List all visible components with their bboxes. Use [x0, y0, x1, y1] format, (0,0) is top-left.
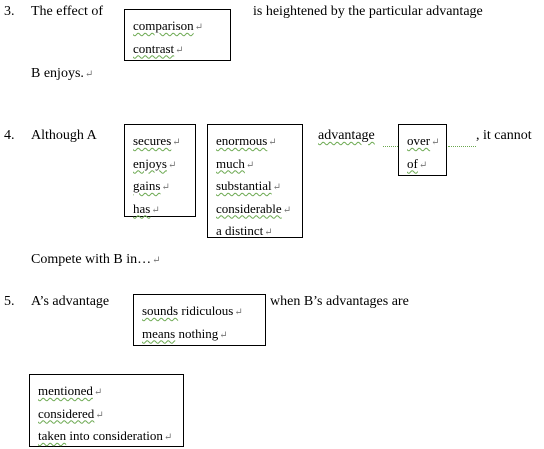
q4-adjective-3[interactable]: substantial↵: [216, 178, 281, 193]
q3-text-cont: B enjoys.↵: [31, 66, 94, 81]
q4-preposition-1[interactable]: over↵: [407, 133, 440, 148]
q3-text-pre: The effect of: [31, 4, 104, 19]
q4-verb-1[interactable]: secures↵: [133, 133, 181, 148]
q4-adjective-box[interactable]: enormous↵ much↵ substantial↵ considerabl…: [207, 124, 303, 238]
q4-preposition-box[interactable]: over↵ of↵: [398, 124, 447, 176]
q5-option-1[interactable]: sounds ridiculous↵: [142, 303, 243, 318]
q4-adjective-4[interactable]: considerable↵: [216, 200, 292, 216]
q4-text-post: , it cannot: [476, 128, 532, 143]
q5-options2-2[interactable]: considered↵: [38, 405, 104, 421]
q5-text-post: when B’s advantages are: [270, 294, 409, 309]
q3-number: 3.: [4, 4, 15, 19]
q4-verb-2[interactable]: enjoys↵: [133, 155, 177, 171]
q3-text-post: is heightened by the particular advantag…: [253, 4, 483, 19]
q5-option-2[interactable]: means nothing↵: [142, 325, 228, 341]
q4-verb-box[interactable]: secures↵ enjoys↵ gains↵ has↵: [124, 124, 196, 217]
q4-verb-4[interactable]: has↵: [133, 200, 160, 216]
q5-options2-3[interactable]: taken into consideration↵: [38, 428, 173, 443]
q5-options2-box[interactable]: mentioned↵ considered↵ taken into consid…: [29, 374, 184, 447]
q4-preposition-2[interactable]: of↵: [407, 155, 428, 171]
q4-adjective-2[interactable]: much↵: [216, 155, 255, 171]
q4-number: 4.: [4, 128, 15, 143]
q5-options2-1[interactable]: mentioned↵: [38, 383, 103, 398]
q3-options-box[interactable]: comparison↵ contrast↵: [124, 9, 231, 61]
q4-adjective-1[interactable]: enormous↵: [216, 133, 277, 148]
q4-text-pre: Although A: [31, 128, 97, 143]
q4-text-cont: Compete with B in…↵: [31, 252, 161, 267]
q4-text-mid: advantage: [318, 128, 375, 143]
q3-option-1[interactable]: comparison↵: [133, 18, 204, 33]
q3-option-2[interactable]: contrast↵: [133, 40, 184, 56]
q5-number: 5.: [4, 294, 15, 309]
q4-gap-line-right: [448, 146, 476, 147]
q5-options-box[interactable]: sounds ridiculous↵ means nothing↵: [133, 294, 266, 346]
q5-text-pre: A’s advantage: [31, 294, 110, 309]
q4-verb-3[interactable]: gains↵: [133, 178, 170, 193]
q4-adjective-5[interactable]: a distinct↵: [216, 223, 273, 238]
q4-gap-line-left: [383, 146, 398, 147]
